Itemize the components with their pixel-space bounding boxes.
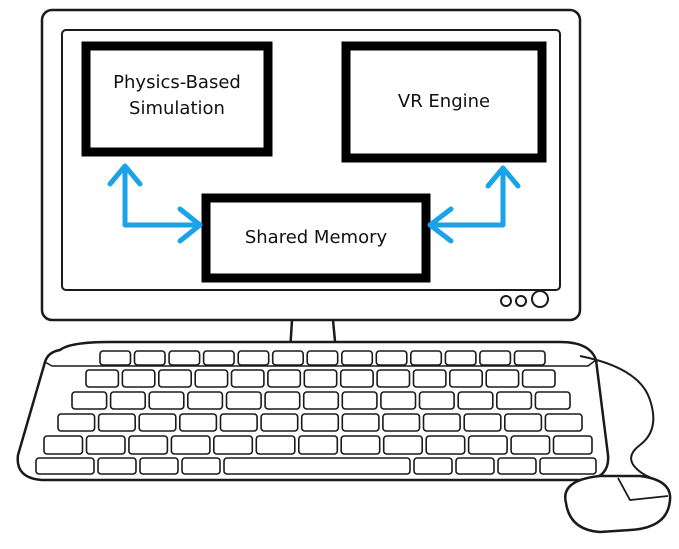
- keyboard-key: [341, 413, 380, 432]
- keyboard-key: [510, 435, 551, 455]
- keyboard-key: [168, 350, 201, 366]
- keyboard-keys: [35, 350, 597, 475]
- keyboard-key: [85, 369, 120, 388]
- keyboard-key: [340, 435, 381, 455]
- keyboard-key: [57, 413, 96, 432]
- keyboard-key: [271, 350, 305, 366]
- keyboard-key: [237, 350, 270, 366]
- keyboard-key: [306, 350, 339, 366]
- keyboard-key: [412, 369, 447, 388]
- keyboard-key: [503, 413, 543, 432]
- keyboard-key: [382, 413, 421, 432]
- keyboard-key: [467, 435, 508, 455]
- keyboard-key: [339, 369, 374, 388]
- keyboard-key: [187, 391, 224, 410]
- keyboard-key: [43, 435, 84, 455]
- keyboard-key: [148, 391, 185, 410]
- keyboard-key: [133, 350, 166, 366]
- keyboard-key: [255, 435, 296, 455]
- shared-memory-label: Shared Memory: [244, 227, 388, 248]
- keyboard-key: [513, 350, 546, 366]
- keyboard-key: [409, 350, 443, 366]
- keyboard-key: [382, 435, 424, 455]
- keyboard-key: [303, 369, 338, 388]
- keyboard-key: [194, 369, 229, 388]
- physics-simulation-label: Physics-Based Simulation: [91, 70, 263, 122]
- keyboard-key: [109, 391, 146, 410]
- keyboard-key: [85, 435, 126, 455]
- keyboard-key: [202, 350, 235, 366]
- keyboard-key: [139, 457, 179, 475]
- keyboard-key: [375, 350, 408, 366]
- vr-engine-label: VR Engine: [397, 91, 491, 112]
- keyboard-key: [179, 413, 218, 432]
- keyboard-key: [485, 369, 520, 388]
- keyboard-key: [534, 391, 571, 410]
- keyboard-key: [413, 457, 453, 475]
- keyboard-key: [300, 413, 340, 432]
- keyboard-key: [495, 391, 533, 410]
- keyboard-key: [455, 457, 495, 475]
- keyboard-key: [128, 435, 169, 455]
- keyboard-key: [376, 369, 411, 388]
- keyboard-key: [97, 457, 137, 475]
- mouse-cable: [579, 355, 661, 483]
- keyboard-key: [158, 369, 193, 388]
- keyboard-key: [138, 413, 177, 432]
- keyboard-key: [539, 457, 597, 475]
- keyboard-key: [552, 435, 593, 455]
- arrow-physics-memory: [107, 163, 203, 244]
- node-shared-memory: [201, 193, 431, 283]
- keyboard-key: [457, 391, 494, 410]
- power-button-icon: [531, 290, 549, 308]
- keyboard-key: [223, 457, 411, 475]
- keyboard-key: [99, 350, 132, 366]
- keyboard-key: [97, 413, 136, 432]
- power-button-icon: [500, 295, 512, 307]
- keyboard-key: [170, 435, 211, 455]
- keyboard-key: [181, 457, 221, 475]
- keyboard-key: [302, 391, 340, 410]
- power-button-icon: [515, 295, 527, 307]
- arrow-vr-memory: [427, 165, 521, 244]
- node-vr-engine: [341, 41, 547, 163]
- keyboard-key: [297, 435, 339, 455]
- keyboard-key: [213, 435, 254, 455]
- keyboard-key: [544, 413, 583, 432]
- physics-label-line1: Physics-Based: [113, 72, 241, 93]
- keyboard-key: [444, 350, 477, 366]
- keyboard-key: [219, 413, 258, 432]
- keyboard-key: [425, 435, 466, 455]
- keyboard-key: [260, 413, 299, 432]
- mouse-icon: [563, 474, 672, 534]
- keyboard-key: [521, 369, 556, 388]
- physics-label-line2: Simulation: [129, 98, 225, 119]
- keyboard-key: [71, 391, 108, 410]
- keyboard-key: [35, 457, 95, 475]
- keyboard-key: [230, 369, 265, 388]
- keyboard-key: [422, 413, 461, 432]
- keyboard-key: [418, 391, 455, 410]
- keyboard-key: [340, 350, 374, 366]
- keyboard-key: [267, 369, 302, 388]
- keyboard-key: [341, 391, 378, 410]
- keyboard-key: [264, 391, 301, 410]
- keyboard-key: [479, 350, 512, 366]
- node-physics-simulation: [81, 41, 273, 157]
- keyboard-key: [463, 413, 502, 432]
- keyboard-key: [225, 391, 262, 410]
- keyboard-key: [380, 391, 417, 410]
- keyboard-key: [497, 457, 537, 475]
- keyboard-key: [448, 369, 483, 388]
- keyboard-key: [121, 369, 156, 388]
